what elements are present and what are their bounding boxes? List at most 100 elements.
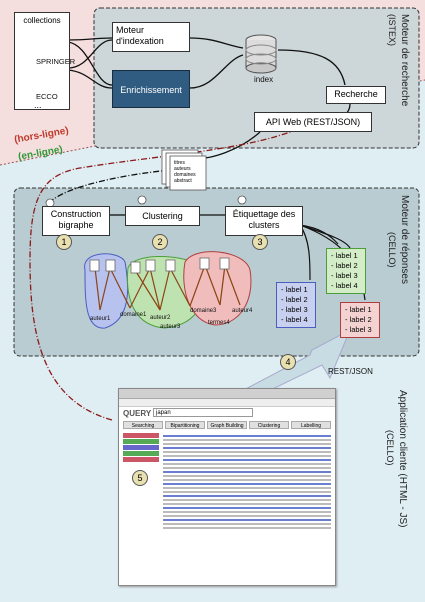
label-item: - label 1 xyxy=(331,251,358,260)
ecco-label: ECCO xyxy=(36,92,58,101)
doc-field: domaines xyxy=(174,172,196,178)
client-app-screenshot: QUERY japan Searching Bipartitioning Gra… xyxy=(118,388,336,586)
enrichment-box: Enrichissement xyxy=(112,70,190,108)
step-number-3: 3 xyxy=(252,234,268,250)
label-item: - label 3 xyxy=(345,325,372,334)
document-stack-icon xyxy=(161,149,207,191)
result-title[interactable] xyxy=(163,471,331,473)
graph-label-termes4: termes4 xyxy=(208,320,230,326)
step-number-5: 5 xyxy=(132,470,148,486)
doc-fields-list: titres auteurs domaines abstract xyxy=(174,160,196,184)
gear-icons xyxy=(45,195,247,208)
result-snippet xyxy=(163,491,331,493)
tab-bipartitioning[interactable]: Bipartitioning xyxy=(165,421,205,429)
query-input[interactable]: japan xyxy=(153,408,253,417)
bigraph-edges xyxy=(94,264,241,311)
step-number-1: 1 xyxy=(56,234,72,250)
response-engine-subtitle: (CELLO) xyxy=(386,232,398,268)
result-snippet xyxy=(163,451,331,453)
result-snippet xyxy=(163,503,331,505)
collections-more: ... xyxy=(34,100,42,110)
doc-field: titres xyxy=(174,160,185,166)
legend-chip xyxy=(123,439,159,444)
tab-labelling[interactable]: Labelling xyxy=(291,421,331,429)
result-title[interactable] xyxy=(163,507,331,509)
enrichment-label: Enrichissement xyxy=(120,85,182,95)
search-box: Recherche xyxy=(326,86,386,104)
legend-chip xyxy=(123,445,159,450)
label-item: - label 4 xyxy=(331,281,358,290)
step2-box: Clustering xyxy=(125,206,200,226)
result-title[interactable] xyxy=(163,459,331,461)
arrow-ecco-enrich xyxy=(67,69,113,89)
search-label: Recherche xyxy=(334,89,378,99)
database-icon xyxy=(245,34,277,74)
graph-label-domaine3: domaine3 xyxy=(190,308,217,314)
label-item: - label 4 xyxy=(281,315,308,324)
step-number-4: 4 xyxy=(280,354,296,370)
label-item: - label 3 xyxy=(331,271,358,280)
result-snippet xyxy=(163,515,331,517)
step1-box: Construction bigraphe xyxy=(42,206,110,236)
step3-label: Étiquettage des clusters xyxy=(232,209,296,230)
search-engine-subtitle: (ISTEX) xyxy=(386,14,398,46)
result-snippet xyxy=(163,463,331,465)
search-engine-subtitle-text: (ISTEX) xyxy=(387,14,397,47)
query-label: QUERY xyxy=(123,409,152,418)
api-web-box: API Web (REST/JSON) xyxy=(254,112,372,132)
label-item: - label 1 xyxy=(281,285,308,294)
arrow-indexing-index xyxy=(189,37,244,49)
index-label: index xyxy=(254,75,274,84)
result-snippet xyxy=(163,527,331,529)
response-engine-subtitle-text: (CELLO) xyxy=(387,232,397,268)
result-snippet xyxy=(163,443,331,445)
cluster-labels-green: - label 1 - label 2 - label 3 - label 4 xyxy=(326,248,366,294)
arrow-client-to-api xyxy=(29,127,301,421)
result-snippet xyxy=(163,467,331,469)
rest-json-label: REST/JSON xyxy=(328,367,373,376)
result-snippet xyxy=(163,487,331,489)
label-item: - label 3 xyxy=(281,305,308,314)
tab-clustering[interactable]: Clustering xyxy=(249,421,289,429)
collections-box: collections xyxy=(14,12,70,110)
cluster-labels-blue: - label 1 - label 2 - label 3 - label 4 xyxy=(276,282,316,328)
result-title[interactable] xyxy=(163,495,331,497)
arrow-springer-indexing xyxy=(67,37,113,41)
result-snippet xyxy=(163,455,331,457)
graph-label-auteur4: auteur4 xyxy=(232,308,253,314)
response-engine-title-text: Moteur de réponses xyxy=(399,195,410,284)
cluster-labels-red: - label 1 - label 2 - label 3 xyxy=(340,302,380,338)
client-app-title: Application cliente (HTML - JS) xyxy=(396,390,408,527)
tab-searching[interactable]: Searching xyxy=(123,421,163,429)
graph-label-auteur2: auteur2 xyxy=(150,315,171,321)
result-title[interactable] xyxy=(163,435,331,437)
step3-box: Étiquettage des clusters xyxy=(225,206,303,236)
springer-label: SPRINGER xyxy=(36,57,76,66)
result-title[interactable] xyxy=(163,447,331,449)
legend-chip xyxy=(123,433,159,438)
graph-label-domaine1: domaine1 xyxy=(120,312,147,318)
result-title[interactable] xyxy=(163,519,331,521)
label-item: - label 2 xyxy=(281,295,308,304)
indexing-engine-label: Moteur d'indexation xyxy=(116,25,164,46)
search-engine-title-text: Moteur de recherche xyxy=(399,14,410,107)
search-engine-title: Moteur de recherche xyxy=(398,14,410,106)
result-title[interactable] xyxy=(163,483,331,485)
step2-label: Clustering xyxy=(142,211,183,221)
result-snippet xyxy=(163,523,331,525)
arrow-ecco-indexing xyxy=(67,39,113,69)
tab-graph-building[interactable]: Graph Building xyxy=(207,421,247,429)
legend-chip xyxy=(123,457,159,462)
client-app-title-text: Application cliente (HTML - JS) xyxy=(397,390,408,528)
arrow-enrich-index xyxy=(189,54,244,89)
api-web-label: API Web (REST/JSON) xyxy=(265,117,361,127)
legend-chip xyxy=(123,451,159,456)
result-snippet xyxy=(163,499,331,501)
graph-label-auteur3: auteur3 xyxy=(160,324,181,330)
client-app-subtitle-text: (CELLO) xyxy=(385,430,395,466)
results-list xyxy=(163,433,331,531)
label-item: - label 2 xyxy=(331,261,358,270)
result-snippet xyxy=(163,511,331,513)
result-snippet xyxy=(163,439,331,441)
collections-title: collections xyxy=(23,16,61,25)
